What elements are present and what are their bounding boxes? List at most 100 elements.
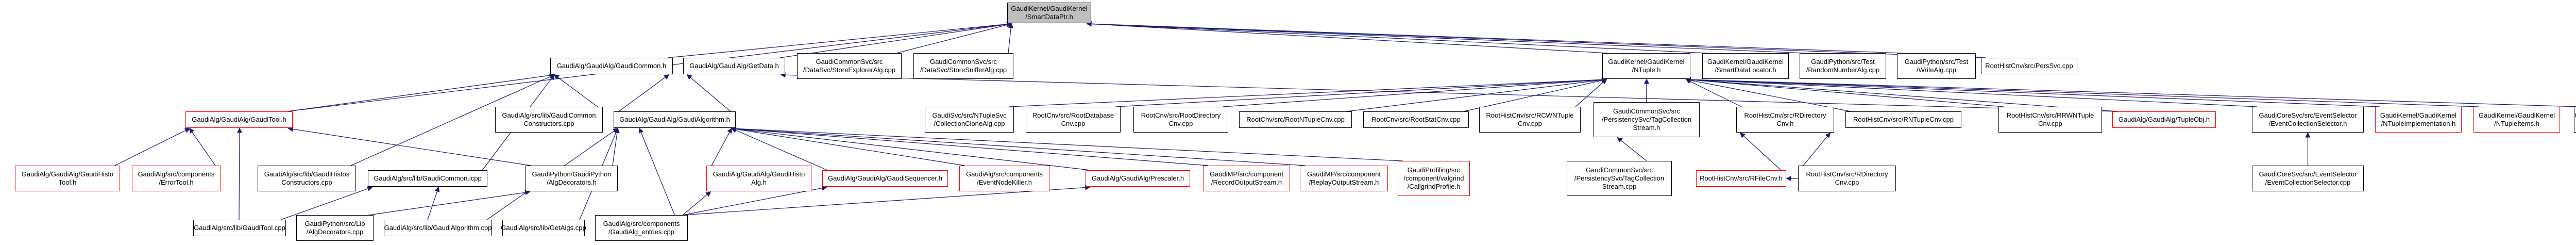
node-errortool[interactable]: GaudiAlg/src/components/ErrorTool.h: [132, 166, 221, 191]
node-label-line: Cnv.cpp: [1168, 120, 1193, 127]
edge-gaudihistosconstructors-to-gaudicommon_h: [350, 74, 555, 166]
edge-storeexplorer-to-smartdataptr: [896, 22, 1012, 54]
edge-smartdatalocator-to-smartdataptr: [1086, 21, 1708, 54]
node-label-line: GaudiAlg/GaudiAlg/GaudiHisto: [21, 170, 114, 178]
node-label-line: /SmartDataPtr.h: [1025, 13, 1073, 21]
node-randomnumberalg[interactable]: GaudiPython/src/Test/RandomNumberAlg.cpp: [1800, 53, 1886, 79]
node-gaudicommon_h[interactable]: GaudiAlg/GaudiAlg/GaudiCommon.h: [550, 58, 673, 74]
node-label-line: /EventNodeKiller.h: [977, 178, 1032, 186]
node-ntupleimplementation[interactable]: GaudiKernel/GaudiKernel/NTupleImplementa…: [2375, 107, 2462, 133]
node-selector_cpp[interactable]: GaudiKernel/src/Lib/Selector.cpp: [2574, 107, 2576, 133]
node-eventcollectionselector_cpp[interactable]: GaudiCoreSvc/src/EventSelector/EventColl…: [2252, 166, 2364, 191]
node-algdecorators_h[interactable]: GaudiPython/GaudiPython/AlgDecorators.h: [526, 166, 618, 191]
edge-randomnumberalg-to-smartdataptr: [1086, 21, 1805, 54]
edge-prescaler-to-gaudialgorithm_h: [731, 126, 1091, 171]
edge-rrwntuplecnv-to-ntuple_h: [1685, 77, 2004, 107]
node-eventnodekiller[interactable]: GaudiAlg/src/components/EventNodeKiller.…: [959, 166, 1049, 191]
edge-recordoutputstream-to-gaudialgorithm_h: [731, 126, 1209, 166]
node-rootstatcnv[interactable]: RootCnv/src/RootStatCnv.cpp: [1363, 111, 1469, 128]
edge-rootntuplecnv-to-ntuple_h: [1346, 77, 1607, 112]
node-eventcollectionselector_h[interactable]: GaudiCoreSvc/src/EventSelector/EventColl…: [2252, 107, 2364, 133]
node-gaudialg_entries[interactable]: GaudiAlg/src/components/GaudiAlg_entries…: [595, 215, 688, 241]
edge-eventnodekiller-to-gaudialgorithm_h: [731, 126, 965, 166]
edge-gaudialgorithm_h-to-gaudicommon_h: [618, 74, 670, 112]
node-writealg[interactable]: GaudiPython/src/Test/WriteAlg.cpp: [1897, 53, 1976, 79]
edge-gaudialgorithm_h-to-getdata_h: [686, 74, 731, 112]
node-label-line: Cnv.cpp: [1518, 120, 1542, 127]
node-replayoutputstream[interactable]: GaudiMP/src/component/ReplayOutputStream…: [1300, 166, 1388, 191]
node-label-line: /DataSvc/StoreSnifferAlg.cpp: [920, 66, 1007, 74]
node-label-line: /DataSvc/StoreExplorerAlg.cpp: [803, 66, 896, 74]
node-prescaler[interactable]: GaudiAlg/GaudiAlg/Prescaler.h: [1086, 170, 1190, 187]
node-label-line: GaudiKernel/GaudiKernel: [1608, 58, 1685, 66]
edge-gauditool_cpp-to-gaudicommon_icpp: [280, 186, 373, 220]
node-label-line: GaudiKernel/GaudiKernel: [1011, 5, 1088, 13]
node-label-line: GaudiAlg/src/lib/GaudiCommon: [502, 111, 596, 120]
node-tagcollectionstream_h[interactable]: GaudiCommonSvc/src/PersistencySvc/TagCol…: [1594, 102, 1700, 137]
node-gaudialgorithm_cpp[interactable]: GaudiAlg/src/lib/GaudiAlgorithm.cpp: [384, 220, 492, 236]
edge-gaudihistotool-to-gauditool_h: [114, 128, 191, 166]
node-label-line: Stream.cpp: [1602, 182, 1637, 190]
node-label-line: GaudiCoreSvc/src/EventSelector: [2259, 170, 2357, 178]
node-label-line: Constructors.cpp: [281, 178, 332, 186]
edge-gaudialgorithm_cpp-to-gaudicommon_icpp: [427, 186, 440, 220]
node-label-line: Alg.h: [751, 178, 767, 186]
node-recordoutputstream[interactable]: GaudiMP/src/component/RecordOutputStream…: [1203, 166, 1290, 191]
node-label-line: GaudiPython/GaudiPython: [532, 170, 612, 178]
node-label-line: /AlgDecorators.cpp: [306, 228, 364, 236]
edge-rootstatcnv-to-ntuple_h: [1463, 77, 1607, 112]
node-label-line: GaudiPython/src/Test: [1904, 58, 1969, 66]
node-callgrindprofile[interactable]: GaudiProfiling/src/component/valgrind/Ca…: [1398, 161, 1470, 196]
node-gaudisequencer[interactable]: GaudiAlg/GaudiAlg/GaudiSequencer.h: [822, 170, 948, 187]
node-collectionclonealg[interactable]: GaudiSvc/src/NTupleSvc/CollectionCloneAl…: [925, 107, 1014, 133]
node-label-line: Tool.h: [58, 178, 77, 186]
node-gauditool_cpp[interactable]: GaudiAlg/src/lib/GaudiTool.cpp: [193, 220, 286, 236]
node-storesniffer[interactable]: GaudiCommonSvc/src/DataSvc/StoreSnifferA…: [913, 53, 1013, 79]
node-ntuple_h[interactable]: GaudiKernel/GaudiKernel/NTuple.h: [1602, 53, 1690, 79]
node-tagcollectionstream_cpp[interactable]: GaudiCommonSvc/src/PersistencySvc/TagCol…: [1567, 161, 1672, 196]
node-label-line: RootHistCnv/src/RCWNTuple: [1486, 111, 1574, 120]
node-gaudialgorithm_h[interactable]: GaudiAlg/GaudiAlg/GaudiAlgorithm.h: [614, 111, 736, 128]
node-perssvc[interactable]: RootHistCnv/src/PersSvc.cpp: [1981, 58, 2077, 74]
node-algdecorators_cpp[interactable]: GaudiPython/src/Lib/AlgDecorators.cpp: [296, 215, 374, 241]
node-gaudicommon_icpp[interactable]: GaudiAlg/src/lib/GaudiCommon.icpp: [368, 170, 487, 187]
node-label-line: GaudiMP/src/component: [1307, 170, 1381, 178]
node-label-line: GaudiAlg/GaudiAlg/Prescaler.h: [1091, 174, 1184, 183]
node-rootntuplecnv[interactable]: RootCnv/src/RootNTupleCnv.cpp: [1239, 111, 1352, 128]
node-label-line: RootHistCnv/src/RDirectory: [1806, 170, 1888, 178]
node-label-line: RootHistCnv/src/RFileCnv.h: [1700, 174, 1783, 183]
edge-rfilecnv_h-to-rdirectorycnv_h: [1739, 132, 1782, 171]
node-label-line: /CallgrindProfile.h: [1407, 182, 1461, 190]
node-ntupleitems[interactable]: GaudiKernel/GaudiKernel/NTupleItems.h: [2473, 107, 2560, 133]
node-label-line: /NTupleImplementation.h: [2381, 120, 2456, 127]
edge-algdecorators_h-to-gaudialgorithm_h: [612, 127, 620, 166]
edge-tagcollectionstream_cpp-to-tagcollectionstream_h: [1617, 137, 1647, 161]
edge-gaudicommon_h-to-smartdataptr: [667, 21, 1012, 58]
node-tupleobj_h[interactable]: GaudiAlg/GaudiAlg/TupleObj.h: [2112, 111, 2216, 128]
node-label-line: GaudiKernel/GaudiKernel: [2380, 111, 2457, 120]
edge-rcwntuplecnv-to-ntuple_h: [1575, 78, 1607, 107]
node-getdata_h[interactable]: GaudiAlg/GaudiAlg/GetData.h: [683, 58, 785, 74]
edge-gaudialg_entries-to-gaudihistoalg: [682, 191, 711, 216]
node-rntuplecnv_cpp[interactable]: RootHistCnv/src/RNTupleCnv.cpp: [1845, 111, 1961, 128]
node-label-line: GaudiAlg/src/lib/GaudiTool.cpp: [194, 224, 285, 232]
node-smartdatalocator[interactable]: GaudiKernel/GaudiKernel/SmartDataLocator…: [1702, 53, 1789, 79]
node-storeexplorer[interactable]: GaudiCommonSvc/src/DataSvc/StoreExplorer…: [797, 53, 902, 79]
node-rfilecnv_h[interactable]: RootHistCnv/src/RFileCnv.h: [1696, 170, 1786, 187]
node-gauditool_h[interactable]: GaudiAlg/GaudiAlg/GaudiTool.h: [185, 111, 293, 128]
node-label-line: GaudiSvc/src/NTupleSvc: [932, 111, 1007, 120]
node-getalgs_cpp[interactable]: GaudiAlg/src/lib/GetAlgs.cpp: [501, 220, 586, 236]
node-label-line: GaudiAlg/GaudiAlg/TupleObj.h: [2118, 116, 2210, 124]
